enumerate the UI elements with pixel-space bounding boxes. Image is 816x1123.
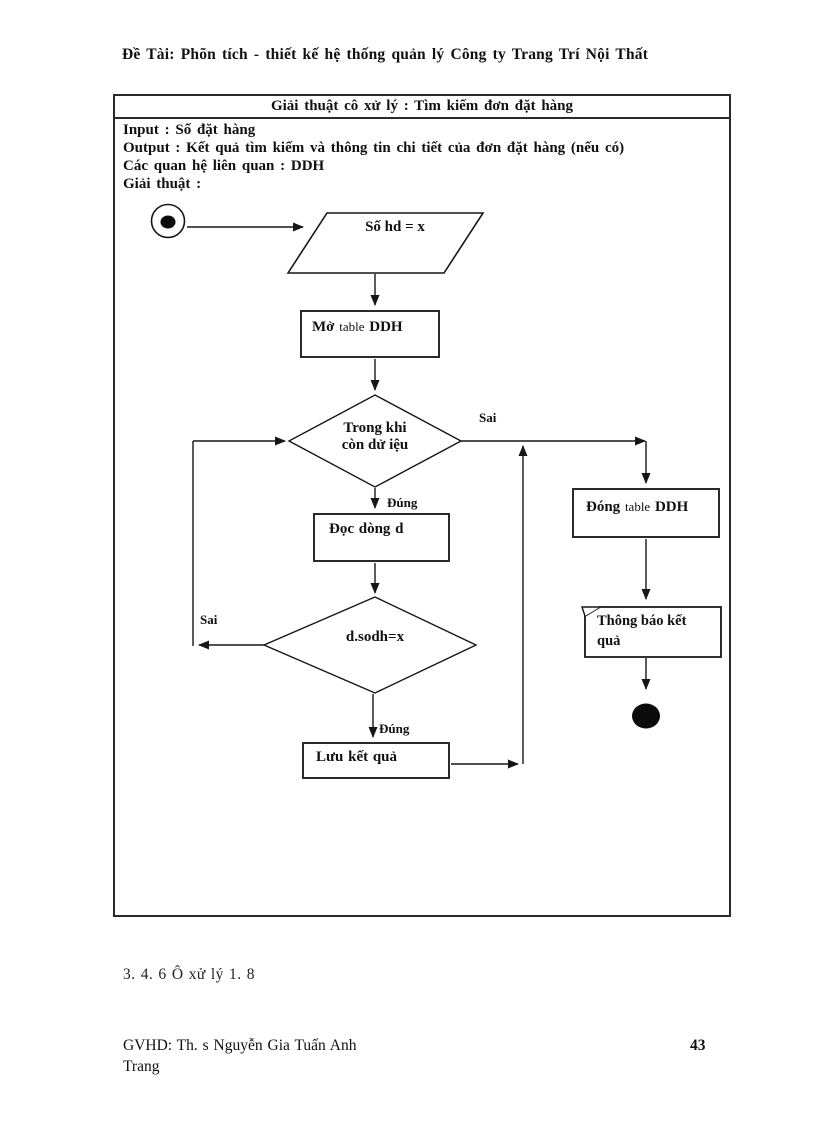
notify-line2: quả (597, 633, 621, 649)
compare-diamond (262, 596, 478, 694)
info-input: Input : Số đặt hàng (123, 122, 256, 138)
info-output: Output : Kết quả tìm kiếm và thông tin c… (123, 140, 625, 156)
info-algorithm: Giải thuật : (123, 176, 202, 192)
end-node (632, 703, 660, 729)
notify-line1: Thông báo kết (597, 613, 687, 629)
connectors (187, 222, 651, 769)
branch-label-dung-bottom: Đúng (379, 721, 410, 736)
open-table-object: DDH (369, 319, 403, 335)
close-table-keyword: table (624, 499, 651, 514)
branch-label-sai-left: Sai (200, 612, 218, 627)
close-table-node: Đóng table DDH (572, 488, 720, 538)
branch-label-sai-top: Sai (479, 410, 497, 425)
loop-condition-line2: còn dử iệu (341, 437, 409, 453)
read-row-label: Đọc dòng d (329, 521, 404, 537)
notify-note-label: Thông báo kết quả (597, 611, 686, 651)
panel-info: Input : Số đặt hàng Output : Kết quả tìm… (115, 119, 729, 193)
close-table-action: Đóng (586, 499, 621, 515)
algorithm-panel: Giải thuật cô xử lý : Tìm kiếm đơn đặt h… (113, 94, 731, 917)
input-parallelogram (286, 212, 485, 274)
footer-trang: Trang (123, 1058, 160, 1075)
branch-label-dung-top: Đúng (387, 495, 418, 510)
loop-diamond-label: Trong khi còn dử iệu (293, 420, 457, 454)
note-fold-corner (581, 606, 600, 617)
panel-title: Giải thuật cô xử lý : Tìm kiếm đơn đặt h… (115, 96, 729, 119)
compare-diamond-label: d.sodh=x (345, 629, 405, 645)
open-table-action: Mở (312, 319, 335, 335)
open-table-node: Mở table DDH (300, 310, 440, 358)
open-table-keyword: table (339, 319, 365, 334)
doc-header-title: Đề Tài: Phõn tích - thiết kế hệ thống qu… (122, 46, 649, 63)
loop-condition-line1: Trong khi (343, 420, 407, 436)
footer-gvhd: GVHD: Th. s Nguyễn Gia Tuấn Anh (123, 1037, 357, 1054)
shapes (150, 203, 722, 729)
page-number: 43 (690, 1037, 706, 1054)
info-relations: Các quan hệ liên quan : DDH (123, 158, 325, 174)
save-result-node: Lưu kết quả (302, 742, 450, 779)
loop-diamond (287, 394, 463, 488)
start-inner-dot (160, 215, 176, 229)
input-node-label: Số hd = x (365, 219, 425, 235)
close-table-object: DDH (654, 499, 689, 515)
section-heading: 3. 4. 6 Ô xử lý 1. 8 (123, 966, 255, 983)
save-result-label: Lưu kết quả (316, 749, 398, 765)
read-row-node: Đọc dòng d (313, 513, 450, 562)
